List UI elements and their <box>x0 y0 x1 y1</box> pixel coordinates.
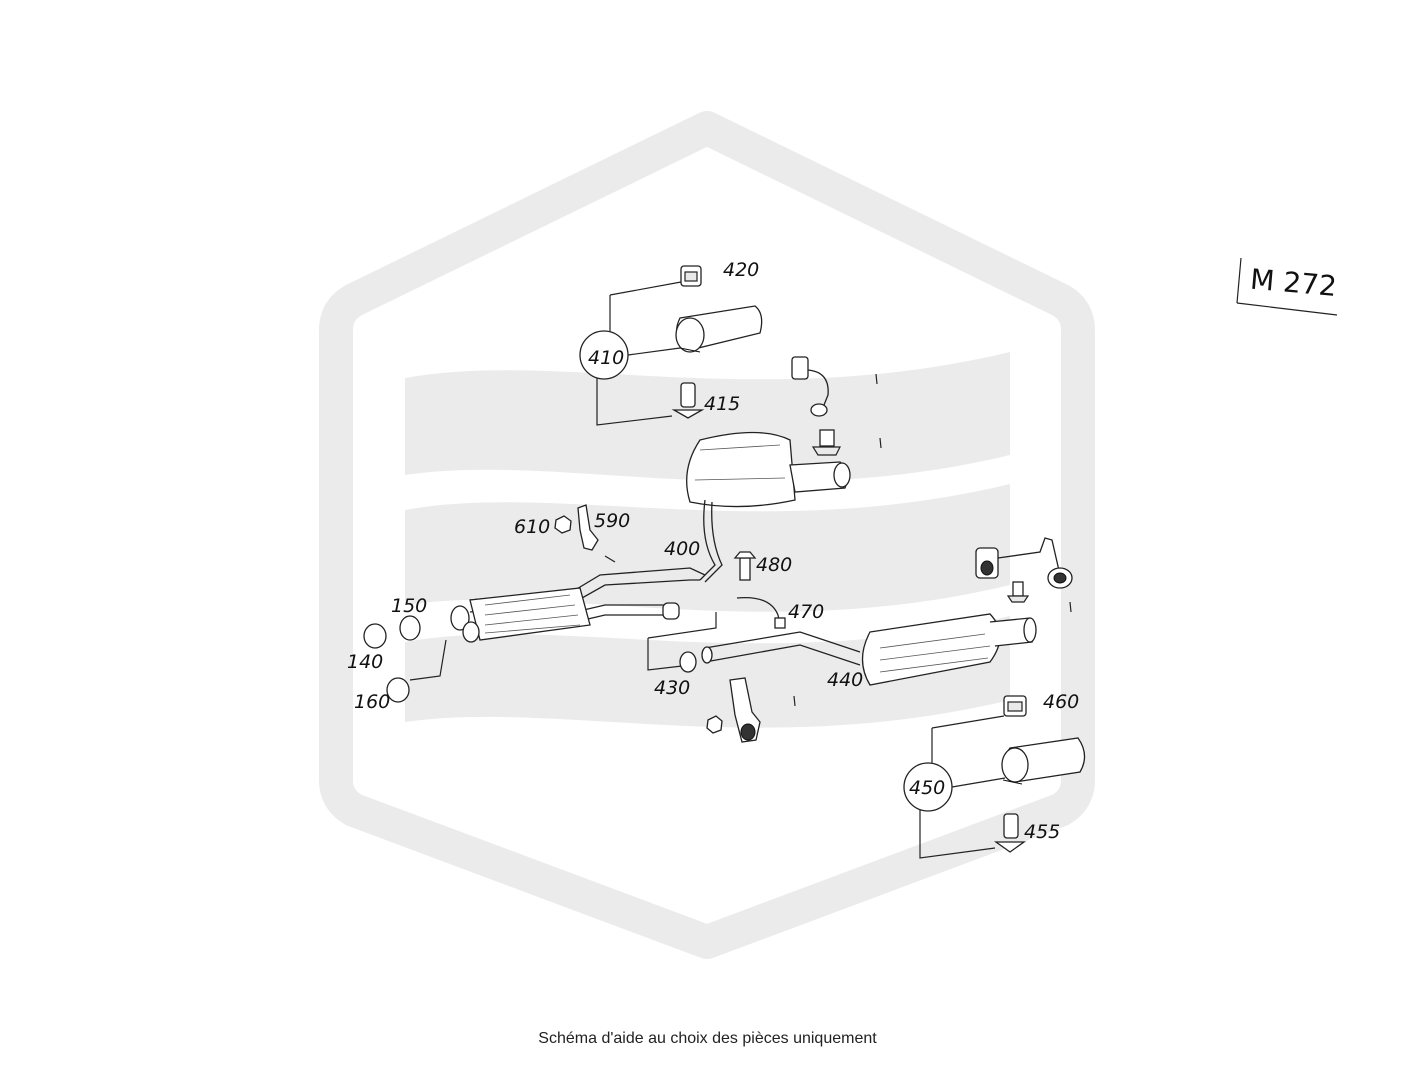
screw-415 <box>680 382 696 408</box>
strap-470 <box>736 596 781 626</box>
label-610: 610 <box>514 516 550 538</box>
clamps-left <box>363 615 447 703</box>
label-480: 480 <box>756 554 792 576</box>
diagram-caption: Schéma d'aide au choix des pièces unique… <box>538 1030 877 1047</box>
label-420: 420 <box>723 259 759 281</box>
tailpipe-trim-right-group <box>903 695 1086 859</box>
label-415: 415 <box>704 393 740 415</box>
label-150: 150 <box>391 595 427 617</box>
nut-610 <box>554 515 572 534</box>
bracket-590-group <box>554 504 616 563</box>
bolt-480-group <box>733 551 786 629</box>
ring-150 <box>399 615 421 641</box>
label-590: 590 <box>594 510 630 532</box>
engine-code-box: M 272 <box>1236 257 1338 316</box>
front-pipe-400 <box>450 567 706 643</box>
clamp-160 <box>386 677 410 703</box>
label-460: 460 <box>1043 691 1079 713</box>
hanger-right <box>975 537 1073 613</box>
label-160: 160 <box>354 691 390 713</box>
bracket-590 <box>577 504 599 551</box>
label-470: 470 <box>788 601 824 623</box>
hanger-top-right <box>791 356 882 456</box>
label-440: 440 <box>827 669 863 691</box>
label-400: 400 <box>664 538 700 560</box>
label-140: 140 <box>347 651 383 673</box>
mid-pipe-440 <box>647 612 1037 686</box>
label-430: 430 <box>654 677 690 699</box>
bolt-480 <box>739 557 751 581</box>
label-410: 410 <box>588 347 624 369</box>
hanger-bottom-center <box>706 677 796 743</box>
label-455: 455 <box>1024 821 1060 843</box>
rear-muffler <box>686 431 851 583</box>
tailpipe-trim-left-group <box>579 265 763 426</box>
label-450: 450 <box>909 777 945 799</box>
engine-code: M 272 <box>1249 263 1338 303</box>
clamp-430 <box>679 651 697 673</box>
screw-455 <box>1003 813 1019 839</box>
clamp-140 <box>363 623 387 649</box>
watermark-logo <box>319 111 1095 959</box>
